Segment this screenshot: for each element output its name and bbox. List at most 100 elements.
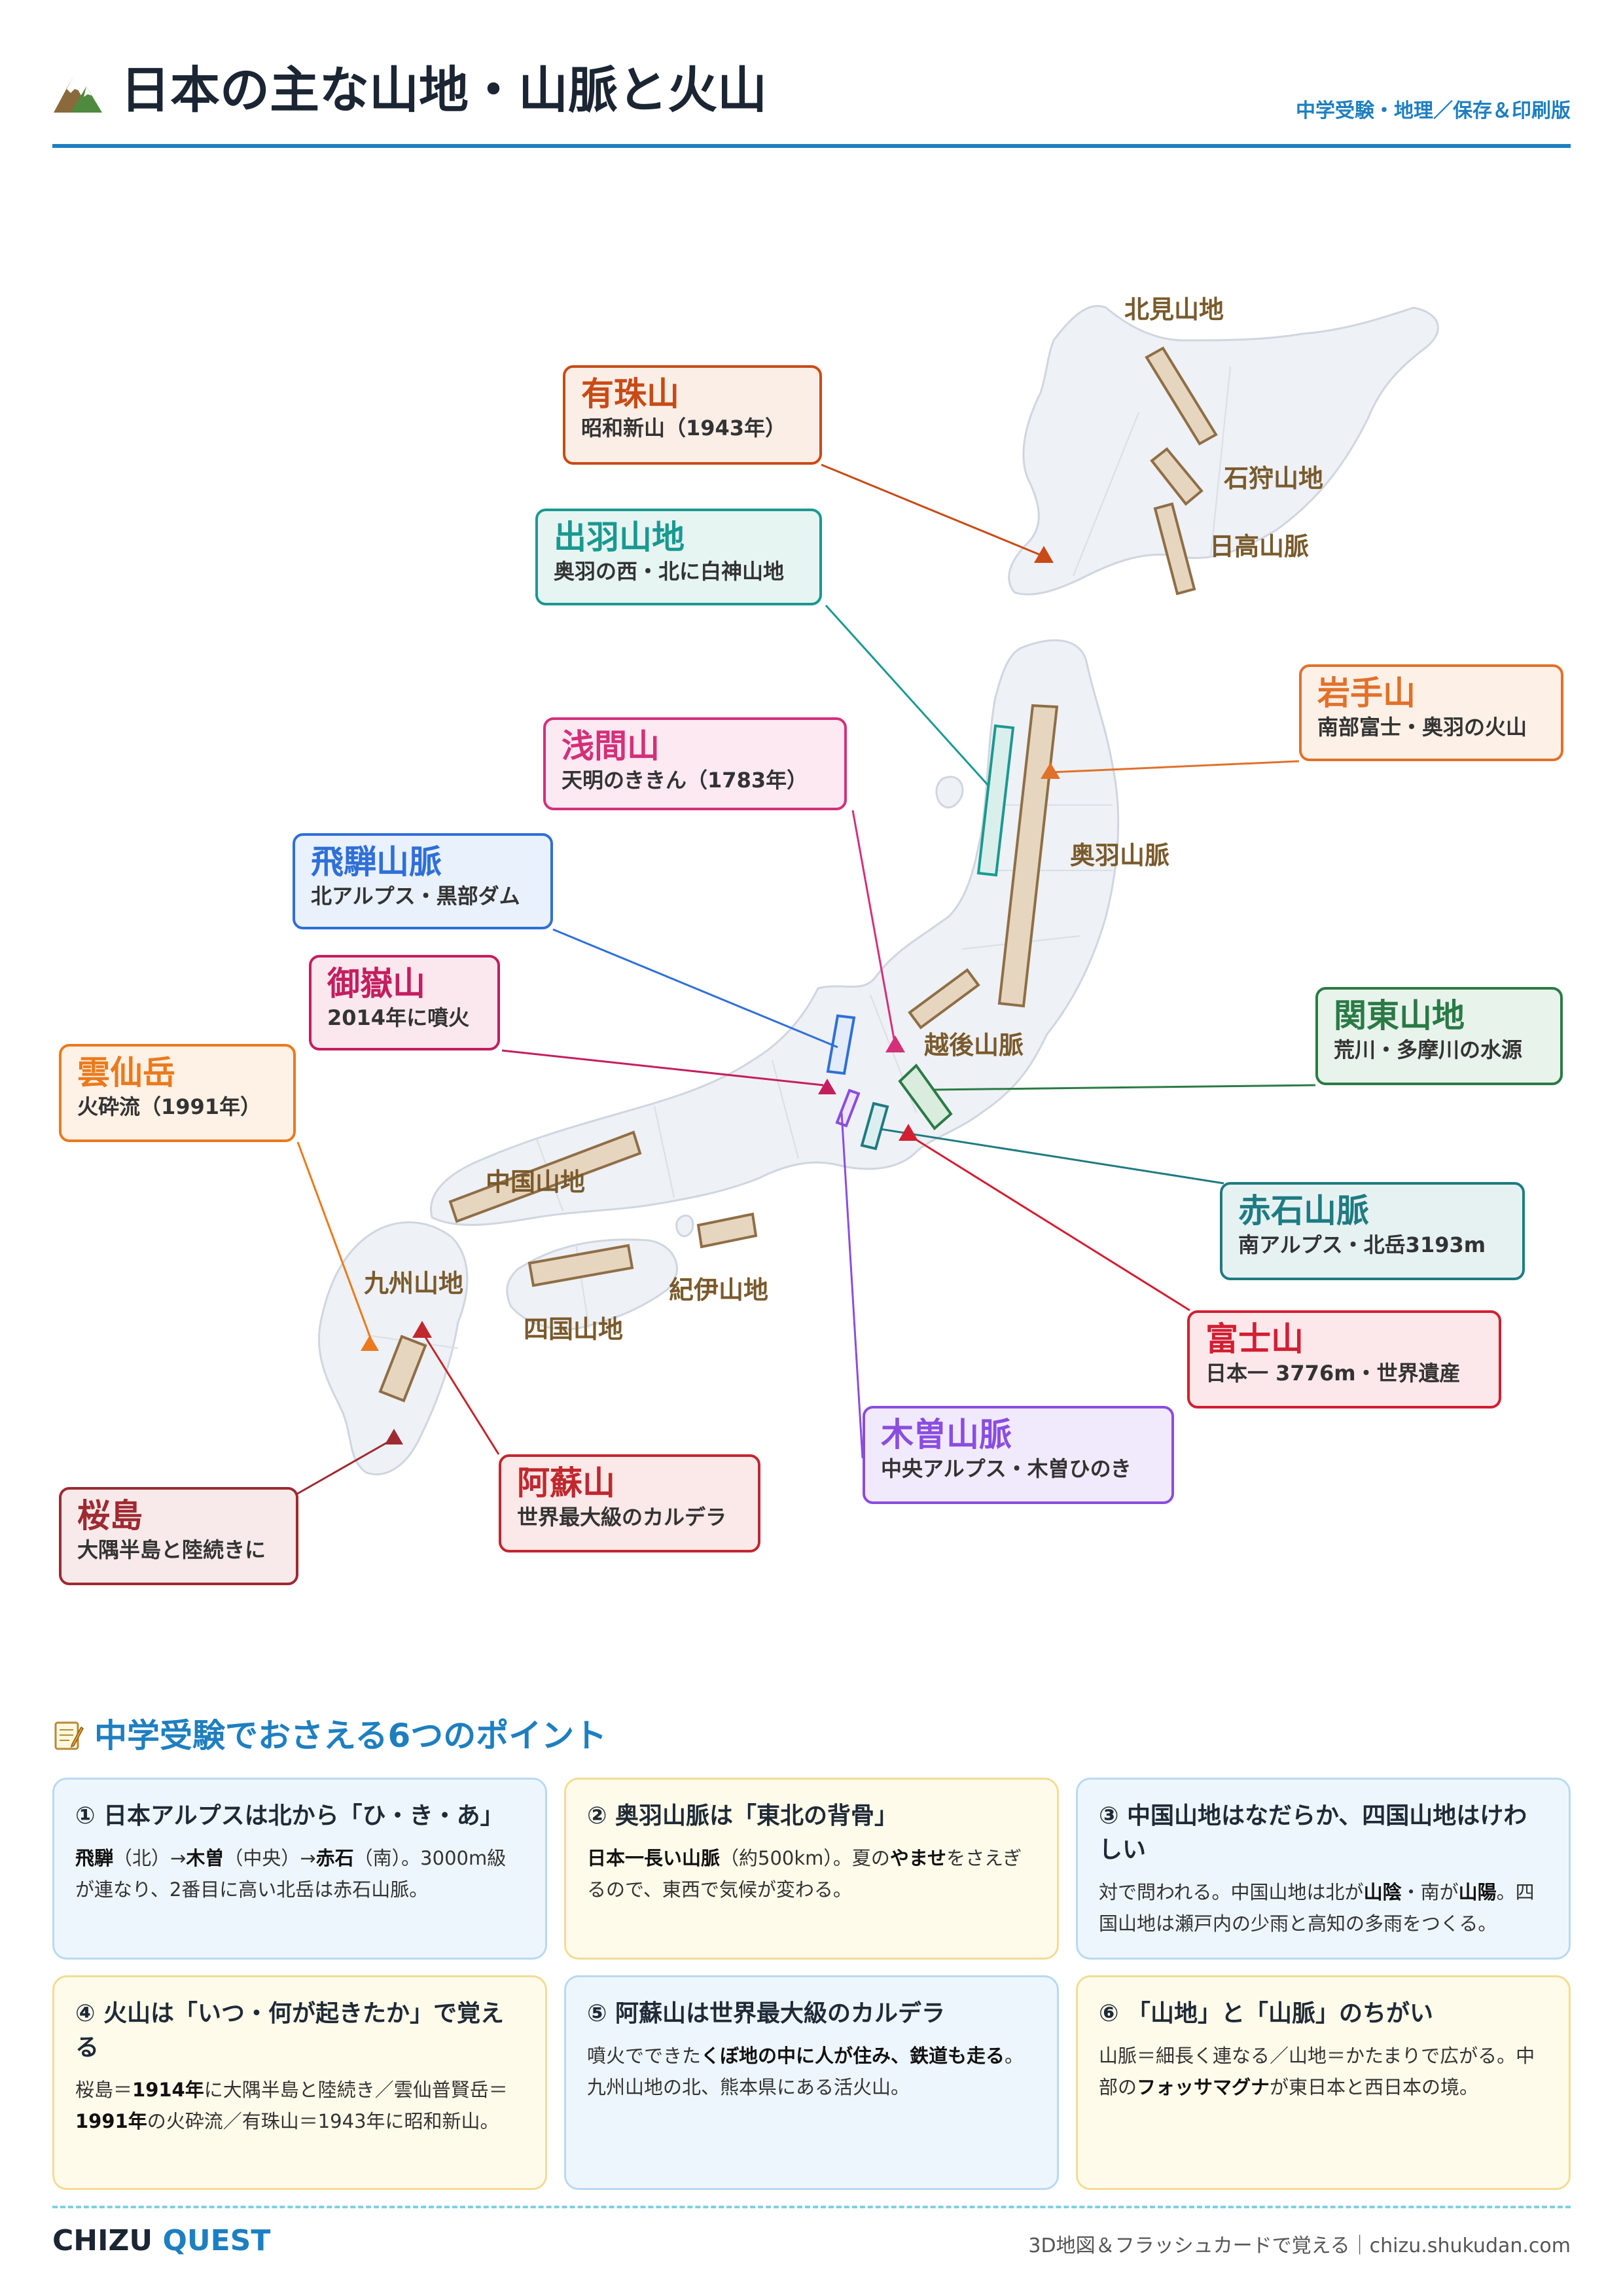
range-ou	[997, 704, 1059, 1008]
callout-ontake-desc: 2014年に噴火	[327, 1005, 470, 1030]
callout-kiso-name: 木曽山脈	[881, 1416, 1012, 1454]
page-title: 日本の主な山地・山脈と火山	[120, 61, 767, 119]
point-card-4-run-2: に大隅半島と陸続き／雲仙普賢岳＝	[204, 2079, 508, 2101]
callout-akaishi-name: 赤石山脈	[1238, 1192, 1369, 1230]
prefecture-lines	[366, 366, 1231, 1349]
point-card-1-body: 飛騨（北）→木曽（中央）→赤石（南）。3000m級が連なり、2番目に高い北岳は赤…	[75, 1842, 524, 1905]
point-card-5-run-0: 噴火でできた	[587, 2045, 702, 2067]
point-card-1-title: ① 日本アルプスは北から「ひ・き・あ」	[75, 1803, 504, 1829]
point-card-1-run-2: 木曽	[186, 1847, 224, 1869]
leader-iwate	[1050, 760, 1300, 774]
volcano-marker-fuji	[899, 1124, 918, 1141]
callout-sakurajima: 桜島 大隅半島と陸続きに	[59, 1487, 298, 1585]
leader-hida	[552, 928, 838, 1049]
points-section-title: 中学受験でおさえる6つのポイント	[52, 1710, 607, 1757]
range-hidaka	[1153, 502, 1196, 596]
point-card-5-title: ⑤ 阿蘇山は世界最大級のカルデラ	[587, 2000, 946, 2027]
callout-kiso: 木曽山脈 中央アルプス・木曽ひのき	[863, 1406, 1174, 1504]
brand-name-a: CHIZU	[52, 2224, 153, 2257]
page-header: 日本の主な山地・山脈と火山 中学受験・地理／保存＆印刷版	[52, 46, 1571, 148]
footer-divider	[52, 2206, 1571, 2208]
point-card-5-body: 噴火でできたくぼ地の中に人が住み、鉄道も走る。九州山地の北、熊本県にある活火山。	[587, 2040, 1036, 2103]
volcano-marker-unzen	[361, 1335, 379, 1351]
label-kyushu: 九州山地	[364, 1269, 464, 1298]
callout-usu: 有珠山 昭和新山（1943年）	[563, 365, 822, 465]
point-card-2-run-1: （約500km）。夏の	[720, 1847, 890, 1869]
point-card-2-run-3: をさえぎるので、東西で気候が変わる。	[587, 1847, 1022, 1901]
callout-ontake-name: 御嶽山	[327, 965, 425, 1003]
leader-usu	[821, 463, 1044, 558]
range-kitami	[1145, 346, 1218, 446]
land-silhouette	[317, 304, 1439, 1476]
volcano-markers	[361, 546, 1060, 1444]
callout-asama-name: 浅間山	[562, 727, 660, 765]
callout-dewa: 出羽山地 奥羽の西・北に白神山地	[535, 509, 822, 605]
range-kii	[696, 1212, 758, 1249]
point-card-6-run-0: 山脈＝細長く連なる／山地＝かたまりで広がる。中部の	[1099, 2045, 1535, 2098]
land-awaji	[675, 1214, 694, 1238]
point-card-6-title: ⑥ 「山地」と「山脈」のちがい	[1099, 2000, 1434, 2027]
point-card-2: ② 奥羽山脈は「東北の背骨」 日本一長い山脈（約500km）。夏のやませをさえぎ…	[564, 1778, 1059, 1960]
point-card-3-title: ③ 中国山地はなだらか、四国山地はけわしい	[1099, 1803, 1527, 1863]
label-kii: 紀伊山地	[669, 1276, 769, 1304]
point-card-6: ⑥ 「山地」と「山脈」のちがい 山脈＝細長く連なる／山地＝かたまりで広がる。中部…	[1076, 1975, 1571, 2190]
callout-fuji-name: 富士山	[1205, 1320, 1304, 1358]
point-card-1-run-1: （北）→	[113, 1847, 187, 1869]
point-card-4-run-4: の火砕流／有珠山＝1943年に昭和新山。	[147, 2110, 499, 2132]
point-card-1-run-4: 赤石	[315, 1847, 354, 1869]
brand-logo: CHIZU QUEST	[52, 2224, 270, 2257]
point-card-6-run-2: が東日本と西日本の境。	[1270, 2076, 1479, 2098]
point-card-3-run-0: 対で問われる。中国山地は北が	[1099, 1881, 1364, 1903]
point-card-3-body: 対で問われる。中国山地は北が山陰・南が山陽。四国山地は瀬戸内の少雨と高知の多雨を…	[1099, 1876, 1548, 1939]
point-card-3-run-4: 。四国山地は瀬戸内の少雨と高知の多雨をつくる。	[1099, 1881, 1535, 1935]
land-hokkaido	[1008, 304, 1439, 596]
label-ou: 奥羽山脈	[1070, 841, 1170, 870]
range-kyushu	[378, 1335, 427, 1403]
volcano-marker-usu	[1034, 546, 1054, 563]
point-card-4-run-1: 1914年	[132, 2079, 204, 2101]
land-kyushu	[317, 1221, 469, 1476]
callout-usu-name: 有珠山	[581, 375, 679, 413]
point-card-5-run-2: 。九州山地の北、熊本県にある活火山。	[587, 2045, 1024, 2098]
point-card-2-run-0: 日本一長い山脈	[587, 1847, 721, 1869]
callout-iwate-name: 岩手山	[1317, 674, 1416, 712]
label-ishikari: 石狩山地	[1224, 464, 1324, 493]
point-card-1-run-0: 飛騨	[75, 1847, 114, 1869]
point-card-2-run-2: やませ	[889, 1847, 947, 1869]
callout-hida-desc: 北アルプス・黒部ダム	[311, 884, 520, 908]
label-chugoku: 中国山地	[486, 1168, 586, 1196]
point-card-3-run-3: 山陽	[1458, 1881, 1497, 1903]
callout-hida-name: 飛騨山脈	[311, 843, 442, 881]
japan-map	[296, 304, 1439, 1496]
callout-iwate: 岩手山 南部富士・奥羽の火山	[1299, 664, 1563, 761]
leader-akaishi	[880, 1128, 1224, 1185]
leader-ontake	[501, 1049, 824, 1086]
label-kitami: 北見山地	[1124, 295, 1224, 324]
land-sado	[935, 776, 964, 809]
land-honshu	[430, 639, 1120, 1226]
callout-ontake: 御嶽山 2014年に噴火	[309, 955, 500, 1050]
leader-unzen	[296, 1141, 374, 1346]
volcano-marker-ontake	[818, 1079, 836, 1094]
leader-fuji	[911, 1136, 1190, 1312]
leader-asama	[851, 810, 897, 1047]
points-section-title-text: 中学受験でおさえる6つのポイント	[94, 1717, 607, 1755]
memo-icon	[54, 1721, 84, 1750]
callout-akaishi: 赤石山脈 南アルプス・北岳3193m	[1220, 1182, 1525, 1280]
range-dewa	[976, 724, 1015, 877]
callout-sakurajima-name: 桜島	[77, 1497, 143, 1535]
label-shikoku: 四国山地	[524, 1315, 624, 1344]
callout-kanto-desc: 荒川・多摩川の水源	[1334, 1037, 1523, 1062]
callout-dewa-desc: 奥羽の西・北に白神山地	[554, 559, 785, 584]
range-kanto	[898, 1063, 953, 1130]
volcano-marker-asama	[885, 1035, 905, 1052]
mountain-icon	[54, 79, 102, 113]
leader-kiso	[840, 1112, 864, 1459]
brand-name-b: QUEST	[162, 2224, 271, 2257]
callout-kiso-desc: 中央アルプス・木曽ひのき	[881, 1456, 1132, 1481]
range-shikoku	[527, 1244, 634, 1287]
point-card-4-body: 桜島＝1914年に大隅半島と陸続き／雲仙普賢岳＝1991年の火砕流／有珠山＝19…	[75, 2074, 524, 2137]
leader-lines	[296, 463, 1316, 1496]
point-card-4-title: ④ 火山は「いつ・何が起きたか」で覚える	[75, 2000, 505, 2061]
point-card-4-run-0: 桜島＝	[75, 2079, 133, 2101]
